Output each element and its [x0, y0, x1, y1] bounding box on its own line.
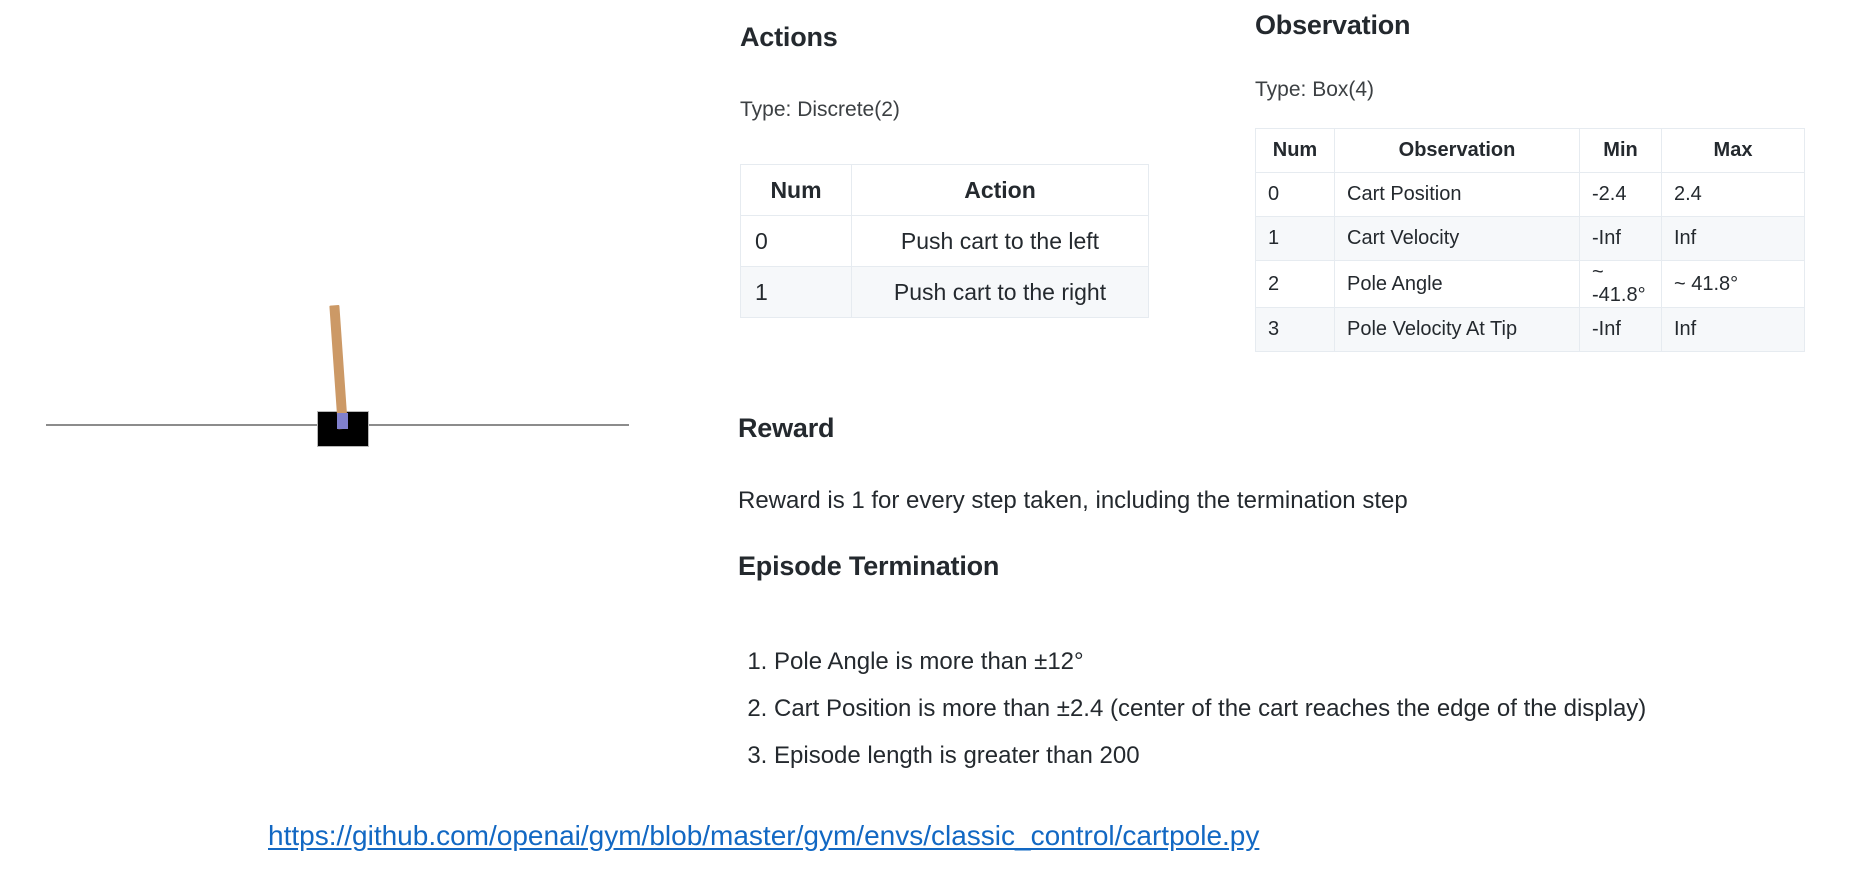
observation-col-num: Num — [1255, 128, 1335, 173]
actions-cell-num: 0 — [740, 215, 852, 267]
pole-axle-icon — [337, 413, 348, 429]
observation-cell-max: ~ 41.8° — [1661, 260, 1805, 308]
observation-cell-name: Cart Position — [1334, 172, 1580, 217]
actions-cell-action: Push cart to the left — [851, 215, 1149, 267]
observation-cell-min: -Inf — [1579, 307, 1662, 352]
table-row: 2 Pole Angle ~ -41.8° ~ 41.8° — [1255, 260, 1805, 308]
reward-description: Reward is 1 for every step taken, includ… — [738, 487, 1408, 514]
observation-cell-num: 0 — [1255, 172, 1335, 217]
cart-icon — [317, 411, 369, 447]
observation-table: Num Observation Min Max 0 Cart Position … — [1255, 128, 1805, 352]
observation-cell-name: Pole Velocity At Tip — [1334, 307, 1580, 352]
list-item: Pole Angle is more than ±12° — [774, 638, 1646, 685]
actions-type-label: Type: Discrete(2) — [740, 98, 900, 121]
table-row: 0 Push cart to the left — [740, 215, 1149, 267]
actions-cell-action: Push cart to the right — [851, 266, 1149, 318]
list-item: Episode length is greater than 200 — [774, 732, 1646, 779]
observation-cell-min: -2.4 — [1579, 172, 1662, 217]
table-row: 3 Pole Velocity At Tip -Inf Inf — [1255, 307, 1805, 352]
observation-col-observation: Observation — [1334, 128, 1580, 173]
observation-cell-min: -Inf — [1579, 216, 1662, 261]
observation-cell-num: 3 — [1255, 307, 1335, 352]
observation-heading: Observation — [1255, 10, 1411, 40]
actions-col-num: Num — [740, 164, 852, 216]
actions-col-action: Action — [851, 164, 1149, 216]
observation-cell-min: ~ -41.8° — [1579, 260, 1662, 308]
source-code-link[interactable]: https://github.com/openai/gym/blob/maste… — [268, 820, 1260, 851]
cartpole-illustration — [0, 0, 700, 560]
table-header-row: Num Action — [740, 164, 1149, 216]
episode-termination-list: Pole Angle is more than ±12° Cart Positi… — [738, 638, 1646, 779]
observation-col-min: Min — [1579, 128, 1662, 173]
observation-col-max: Max — [1661, 128, 1805, 173]
actions-table: Num Action 0 Push cart to the left 1 Pus… — [740, 164, 1149, 318]
table-header-row: Num Observation Min Max — [1255, 128, 1805, 173]
table-row: 1 Push cart to the right — [740, 266, 1149, 318]
observation-cell-name: Cart Velocity — [1334, 216, 1580, 261]
observation-cell-num: 2 — [1255, 260, 1335, 308]
actions-heading: Actions — [740, 22, 838, 52]
observation-cell-name: Pole Angle — [1334, 260, 1580, 308]
observation-cell-max: Inf — [1661, 216, 1805, 261]
table-row: 0 Cart Position -2.4 2.4 — [1255, 172, 1805, 217]
table-row: 1 Cart Velocity -Inf Inf — [1255, 216, 1805, 261]
observation-cell-num: 1 — [1255, 216, 1335, 261]
episode-termination-heading: Episode Termination — [738, 551, 1000, 581]
observation-cell-max: 2.4 — [1661, 172, 1805, 217]
actions-cell-num: 1 — [740, 266, 852, 318]
reward-heading: Reward — [738, 413, 835, 443]
observation-cell-max: Inf — [1661, 307, 1805, 352]
list-item: Cart Position is more than ±2.4 (center … — [774, 685, 1646, 732]
observation-type-label: Type: Box(4) — [1255, 78, 1375, 101]
